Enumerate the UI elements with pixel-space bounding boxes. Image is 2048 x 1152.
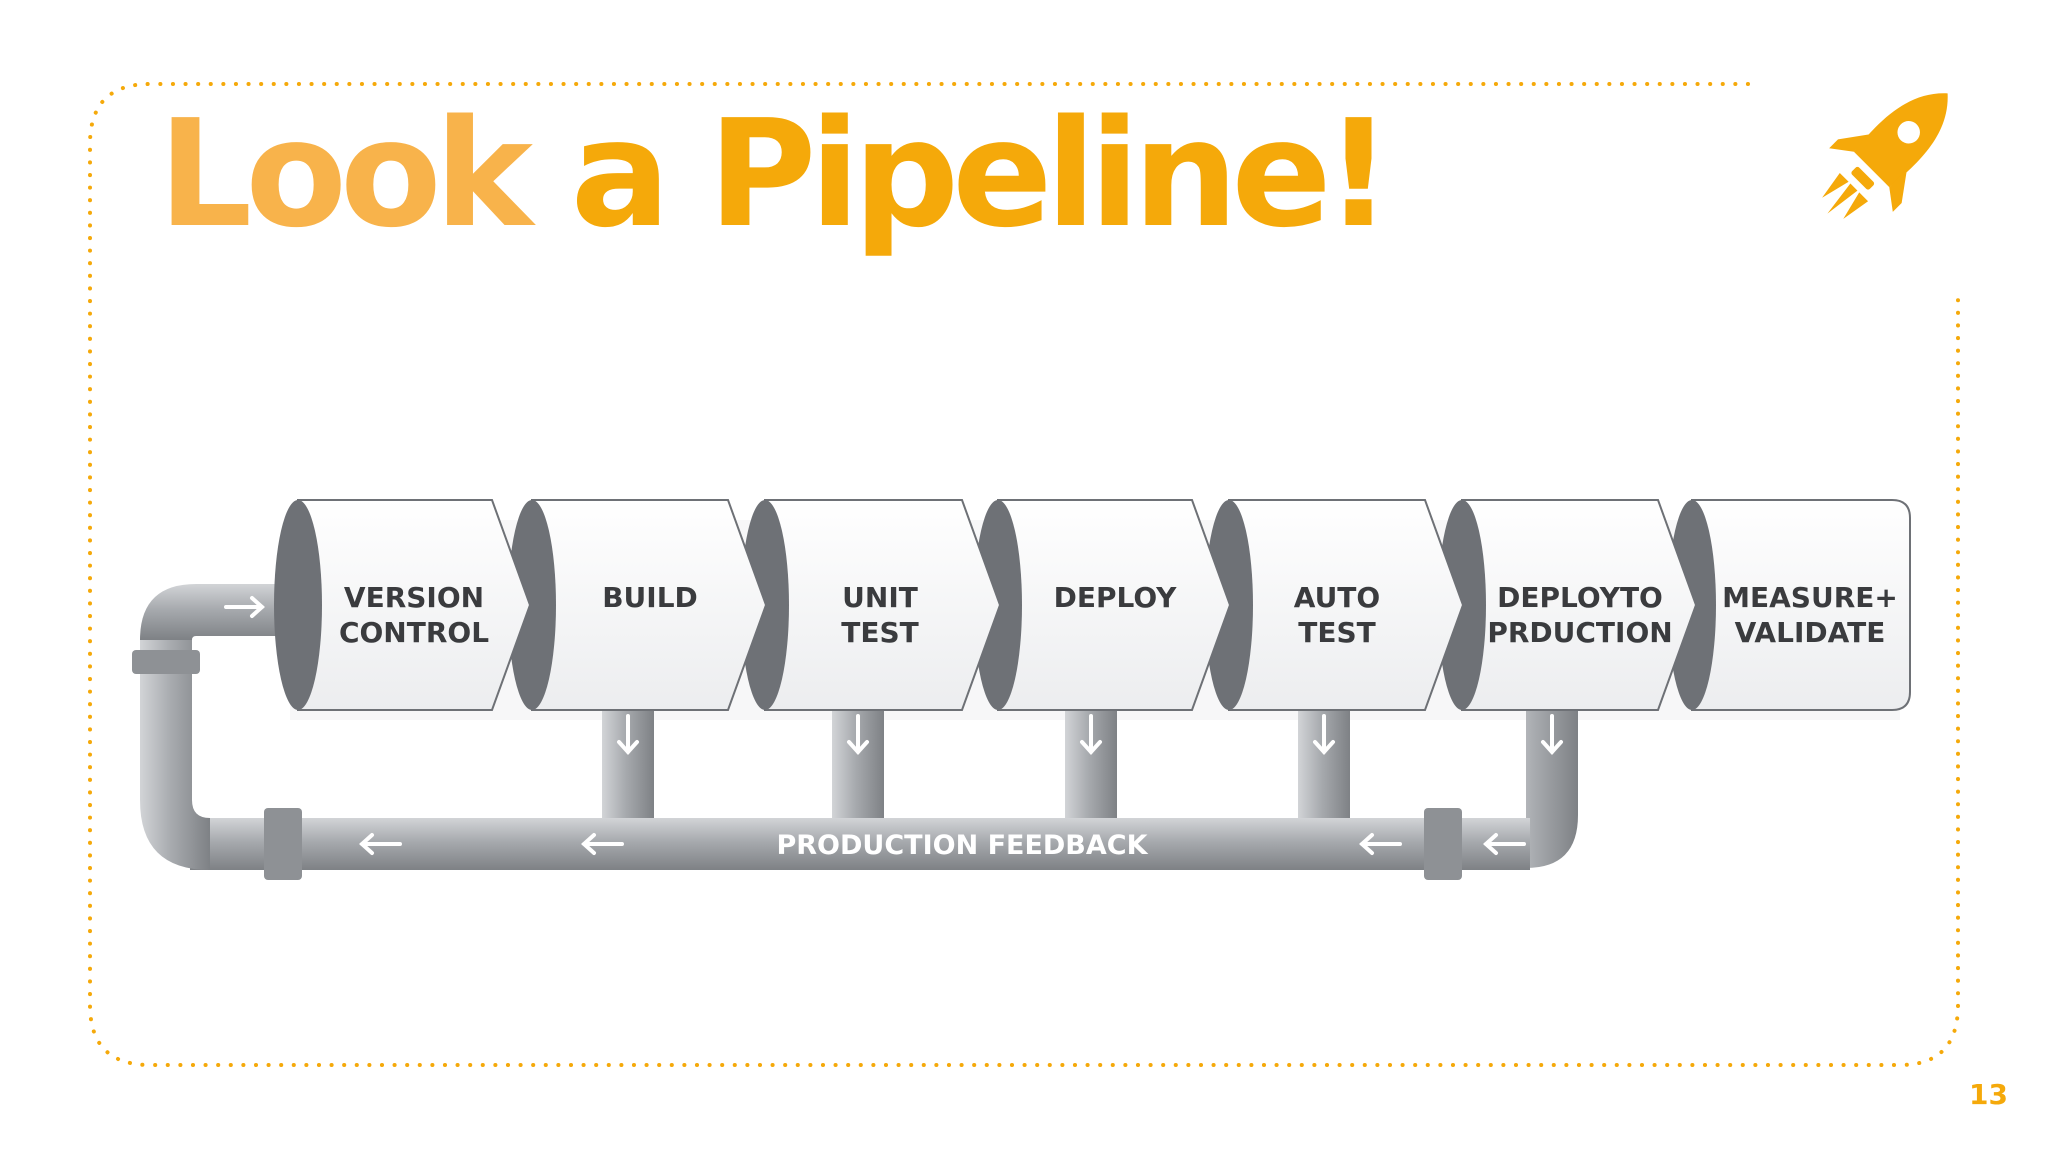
slide-title-word-look: Look (158, 88, 533, 260)
pipe-flange (264, 808, 302, 880)
feedback-pipe (190, 818, 1530, 870)
pipe-flange (132, 650, 200, 674)
pipe-flange (1424, 808, 1462, 880)
stage-block-build: BUILD (508, 499, 768, 711)
stage-label: BUILD (602, 581, 698, 614)
stage-label: AUTO (1294, 581, 1380, 614)
feedback-label: PRODUCTION FEEDBACK (776, 830, 1148, 861)
return-pipe (140, 640, 210, 870)
slide-title-rest: a Pipeline! (526, 88, 1393, 260)
stage-block-deploy: DEPLOY (974, 499, 1232, 711)
stage-block-measure-validate: MEASURE+ VALIDATE (1668, 499, 1911, 711)
stage-label: PRDUCTION (1487, 616, 1672, 649)
return-pipe-top-elbow (140, 584, 290, 640)
stage-block-deploy-to-production: DEPLOYTO PRDUCTION (1438, 499, 1698, 711)
stage-label: CONTROL (339, 616, 489, 649)
flow-arrows (224, 596, 1563, 855)
slide-title: Look a Pipeline! (158, 100, 1392, 248)
stage-label: VERSION (344, 581, 484, 614)
stage-label: TEST (1298, 616, 1376, 649)
stage-block-unit-test: UNIT TEST (741, 499, 1002, 711)
stage-label: UNIT (842, 581, 918, 614)
stage-label: VALIDATE (1735, 616, 1886, 649)
page-number: 13 (1969, 1078, 2008, 1111)
rocket-icon (1822, 93, 1948, 219)
stage-label: TEST (841, 616, 919, 649)
stage-label: MEASURE+ (1722, 581, 1898, 614)
stage-block-version-control: VERSION CONTROL (274, 499, 532, 711)
stage-block-auto-test: AUTO TEST (1205, 499, 1465, 711)
stage-label: DEPLOY (1054, 581, 1178, 614)
stage-label: DEPLOYTO (1497, 581, 1663, 614)
